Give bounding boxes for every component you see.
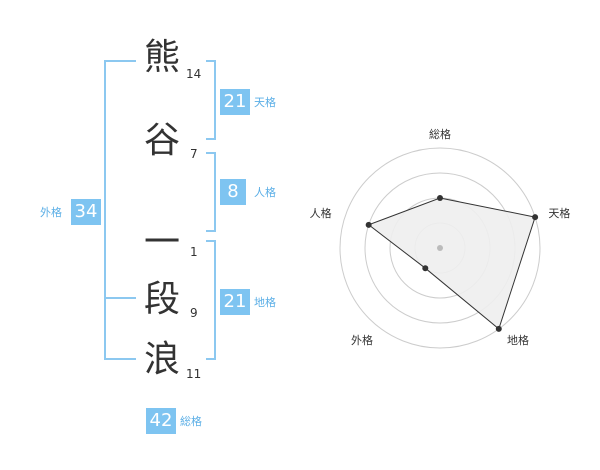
radar-ring-4 [339, 147, 541, 349]
chikaku-badge: 21 [220, 289, 250, 315]
stroke-count-2: 7 [190, 147, 198, 161]
radar-center-dot [437, 245, 443, 251]
radar-axis-label-1: 総格 [429, 127, 451, 141]
name-char-3: 一 [143, 222, 180, 263]
name-char-4: 段 [143, 279, 180, 320]
gaikaku-label: 外格 [40, 206, 62, 219]
jinkaku-label: 人格 [254, 186, 276, 199]
radar-data-polygon [367, 197, 536, 330]
gaikaku-bracket [104, 60, 136, 360]
name-breakdown: 熊 14 谷 7 一 1 段 9 浪 11 21 天格 8 人格 21 地格 外… [40, 37, 276, 434]
name-char-1: 熊 [143, 37, 180, 78]
tenkaku-badge: 21 [220, 89, 250, 115]
soukaku-badge: 42 [146, 408, 176, 434]
radar-axis-label-4: 外格 [351, 333, 373, 347]
chikaku-label: 地格 [254, 296, 276, 309]
jinkaku-badge: 8 [220, 179, 246, 205]
stroke-count-3: 1 [190, 245, 198, 259]
radar-axis-label-2: 天格 [548, 206, 570, 220]
radar-point-5 [365, 221, 372, 228]
tenkaku-label: 天格 [254, 96, 276, 109]
tenkaku-bracket [206, 60, 216, 140]
gaikaku-badge: 34 [71, 199, 101, 225]
radar-point-1 [437, 195, 443, 201]
radar-point-4 [422, 265, 429, 272]
stroke-count-5: 11 [186, 367, 202, 381]
name-char-5: 浪 [143, 339, 180, 380]
name-char-2: 谷 [143, 120, 180, 161]
radar-axis-label-5: 人格 [310, 206, 332, 220]
radar-axis-label-3: 地格 [507, 333, 529, 347]
radar-point-3 [495, 325, 502, 332]
chikaku-bracket [206, 240, 216, 360]
jinkaku-bracket [206, 152, 216, 232]
stroke-count-1: 14 [186, 67, 202, 81]
stroke-count-4: 9 [190, 306, 198, 320]
radar-point-2 [532, 214, 539, 221]
soukaku-label: 総格 [180, 415, 202, 428]
gaikaku-divider [104, 297, 136, 299]
radar-points [365, 195, 539, 332]
